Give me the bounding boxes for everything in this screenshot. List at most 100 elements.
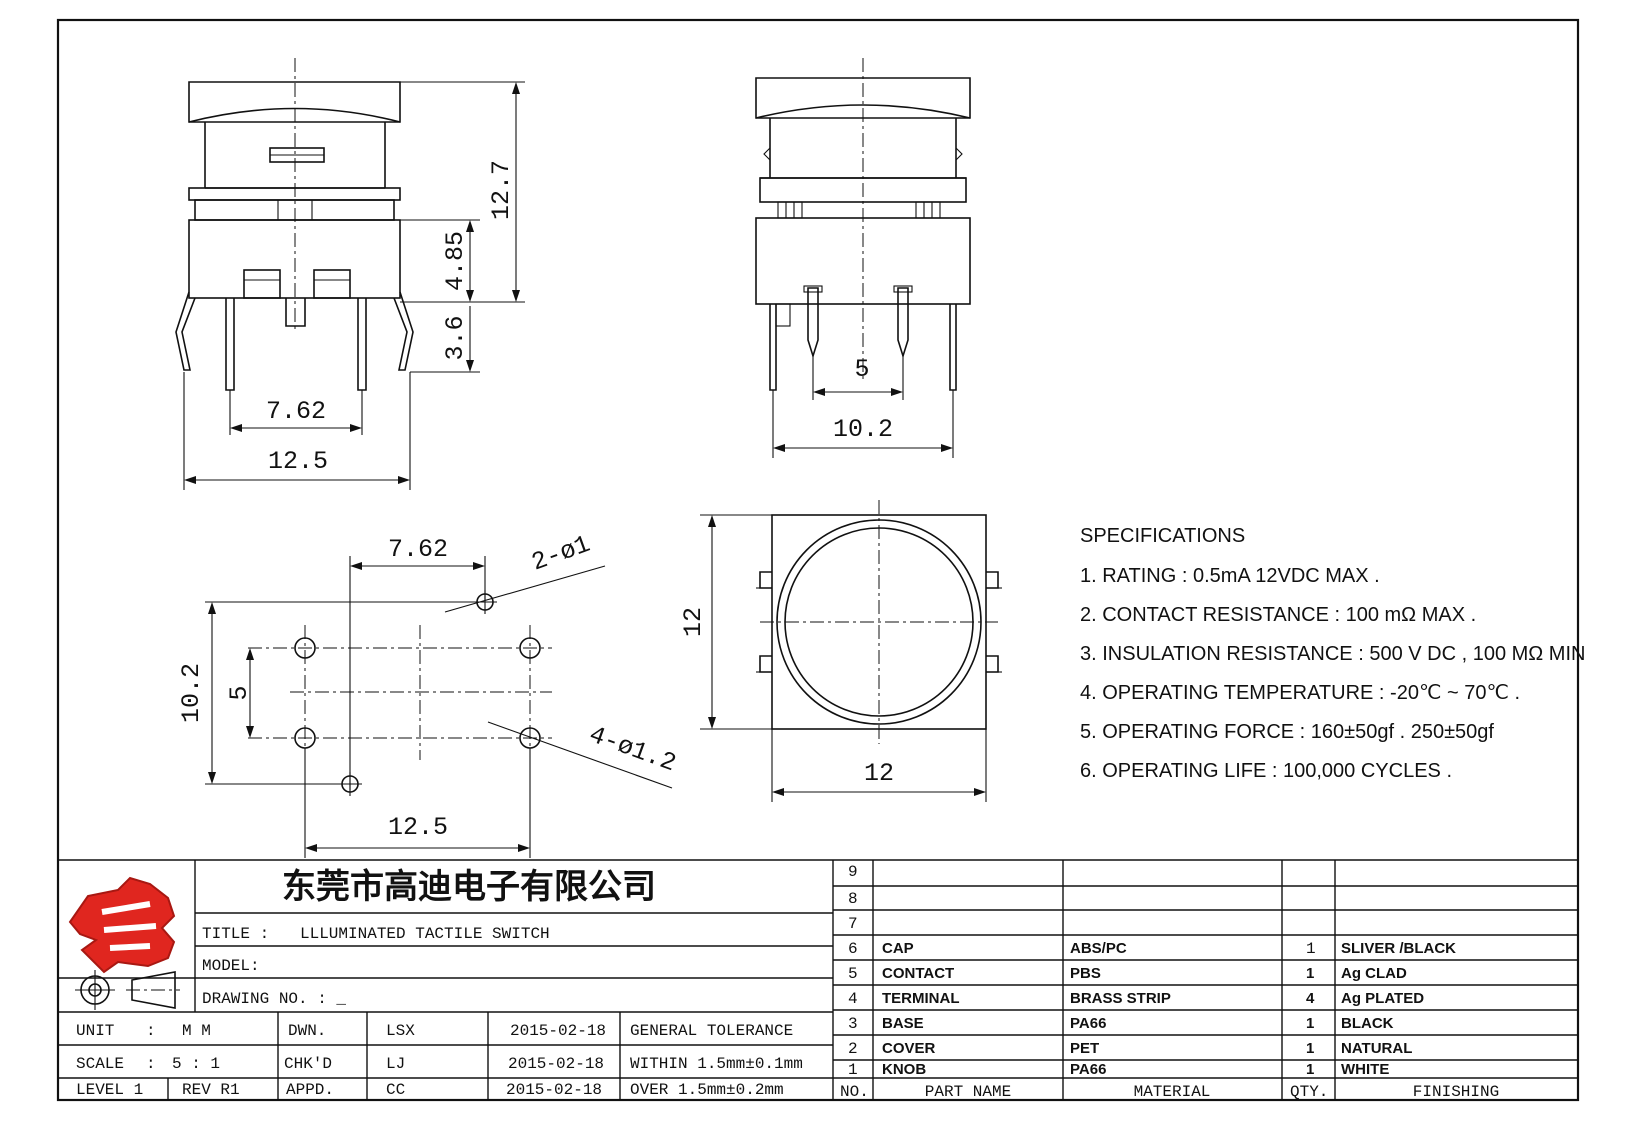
bom-finishing: Ag CLAD [1341, 965, 1407, 982]
dim-side-width: 12.5 [268, 447, 328, 476]
side-pin-window-left [243, 269, 281, 299]
dim-side-base: 4.85 [441, 231, 470, 291]
bom-row-number: 9 [848, 863, 858, 881]
front-pin-left [807, 287, 819, 359]
bom-material: PA66 [1070, 1061, 1106, 1078]
dim-fp-height: 10.2 [177, 663, 206, 723]
spec-item: 6. OPERATING LIFE : 100,000 CYCLES . [1080, 760, 1452, 782]
bom-header-no: NO. [840, 1083, 869, 1101]
bom-material: PBS [1070, 965, 1101, 982]
bom-row-number: 8 [848, 890, 858, 908]
front-leg-left [769, 304, 777, 391]
company-name: 东莞市高迪电子有限公司 [282, 867, 656, 907]
front-cap-dome [755, 104, 971, 119]
approved-by-label: APPD. [286, 1081, 334, 1099]
bom-header-finishing: FINISHING [1413, 1083, 1499, 1101]
fp-hole-top-left [294, 637, 316, 659]
bom-row-number: 5 [848, 965, 858, 983]
drawn-by-label: DWN. [288, 1022, 326, 1040]
dim-side-pin: 3.6 [441, 315, 470, 360]
unit-label: UNIT [76, 1022, 114, 1040]
approved-by-name: CC [386, 1081, 405, 1099]
specifications-block: SPECIFICATIONS 1. RATING : 0.5mA 12VDC M… [1080, 525, 1585, 782]
bom-part-name: BASE [882, 1015, 924, 1032]
footprint-view: 7.62 2-ø1 10.2 5 4-ø1.2 12.5 [177, 530, 680, 858]
bom-part-name: CAP [882, 940, 914, 957]
company-logo-icon [68, 876, 176, 974]
bom-row-number: 3 [848, 1015, 858, 1033]
checked-date: 2015-02-18 [508, 1055, 604, 1073]
front-pin-right [897, 287, 909, 359]
bom-table: 9 8 7 6 CAP ABS/PC 1 SLIVER /BLACK 5 CON… [833, 860, 1578, 1101]
scale-separator: : [146, 1055, 156, 1073]
bom-row-number: 6 [848, 940, 858, 958]
bom-row-number: 2 [848, 1040, 858, 1058]
dim-fp-hole-large: 4-ø1.2 [585, 720, 680, 778]
fp-hole-top-right [519, 637, 541, 659]
bom-material: BRASS STRIP [1070, 990, 1171, 1007]
unit-value: M M [182, 1022, 211, 1040]
checked-by-label: CHK'D [284, 1055, 332, 1073]
spec-item: 3. INSULATION RESISTANCE : 500 V DC , 10… [1080, 643, 1585, 665]
front-leg-right [949, 304, 957, 391]
spec-item: 4. OPERATING TEMPERATURE : -20℃ ~ 70℃ . [1080, 682, 1520, 704]
bom-finishing: SLIVER /BLACK [1341, 940, 1456, 957]
bom-row-number: 1 [848, 1061, 858, 1079]
bom-finishing: NATURAL [1341, 1040, 1412, 1057]
bom-part-name: CONTACT [882, 965, 954, 982]
level-value: LEVEL 1 [76, 1081, 143, 1099]
bom-qty: 4 [1306, 990, 1315, 1007]
title-value: LLLUMINATED TACTILE SWITCH [300, 925, 550, 943]
dim-front-pitch: 5 [854, 355, 869, 384]
bom-part-name: TERMINAL [882, 990, 960, 1007]
side-pin-right [357, 298, 367, 391]
bom-finishing: Ag PLATED [1341, 990, 1424, 1007]
approved-date: 2015-02-18 [506, 1081, 602, 1099]
bom-finishing: BLACK [1341, 1015, 1394, 1032]
tolerance-within: WITHIN 1.5mm±0.1mm [630, 1055, 803, 1073]
tolerance-over: OVER 1.5mm±0.2mm [630, 1081, 784, 1099]
spec-item: 2. CONTACT RESISTANCE : 100 mΩ MAX . [1080, 604, 1476, 626]
side-pin-window-right [313, 269, 351, 299]
bom-qty: 1 [1306, 1061, 1314, 1078]
bom-qty: 1 [1306, 1040, 1314, 1057]
bom-header-part-name: PART NAME [925, 1083, 1011, 1101]
spec-item: 5. OPERATING FORCE : 160±50gf . 250±50gf [1080, 721, 1494, 743]
bom-finishing: WHITE [1341, 1061, 1389, 1078]
dim-side-pitch: 7.62 [266, 397, 326, 426]
tolerance-heading: GENERAL TOLERANCE [630, 1022, 793, 1040]
drawn-date: 2015-02-18 [510, 1022, 606, 1040]
dim-fp-pitch-y: 5 [225, 685, 254, 700]
dim-fp-pitch-x: 7.62 [388, 535, 448, 564]
dim-side-height: 12.7 [487, 160, 516, 220]
bom-qty: 1 [1306, 940, 1316, 958]
bom-header-material: MATERIAL [1134, 1083, 1211, 1101]
side-view: 12.7 4.85 3.6 7.62 12.5 [175, 58, 525, 490]
bom-part-name: COVER [882, 1040, 936, 1057]
side-leg-left [175, 291, 196, 371]
bom-material: PA66 [1070, 1015, 1106, 1032]
drawing-number-label: DRAWING NO. : _ [202, 990, 346, 1008]
dim-top-width: 12 [864, 759, 894, 788]
bom-row-number: 7 [848, 915, 858, 933]
model-label: MODEL: [202, 957, 260, 975]
title-label: TITLE : [202, 925, 269, 943]
dim-fp-width: 12.5 [388, 813, 448, 842]
revision-value: REV R1 [182, 1081, 240, 1099]
checked-by-name: LJ [386, 1055, 405, 1073]
bom-qty: 1 [1306, 1015, 1314, 1032]
bom-material: PET [1070, 1040, 1099, 1057]
specifications-heading: SPECIFICATIONS [1080, 525, 1245, 547]
top-view: 12 12 [679, 500, 1002, 802]
drawn-by-name: LSX [386, 1022, 415, 1040]
bom-part-name: KNOB [882, 1061, 926, 1078]
scale-value: 5 : 1 [172, 1055, 220, 1073]
front-view: 5 10.2 [755, 58, 971, 458]
drawing-frame [56, 18, 1580, 1102]
bom-material: ABS/PC [1070, 940, 1127, 957]
dim-front-width: 10.2 [833, 415, 893, 444]
side-leg-right [393, 291, 414, 371]
spec-item: 1. RATING : 0.5mA 12VDC MAX . [1080, 565, 1380, 587]
dim-top-height: 12 [679, 607, 708, 637]
